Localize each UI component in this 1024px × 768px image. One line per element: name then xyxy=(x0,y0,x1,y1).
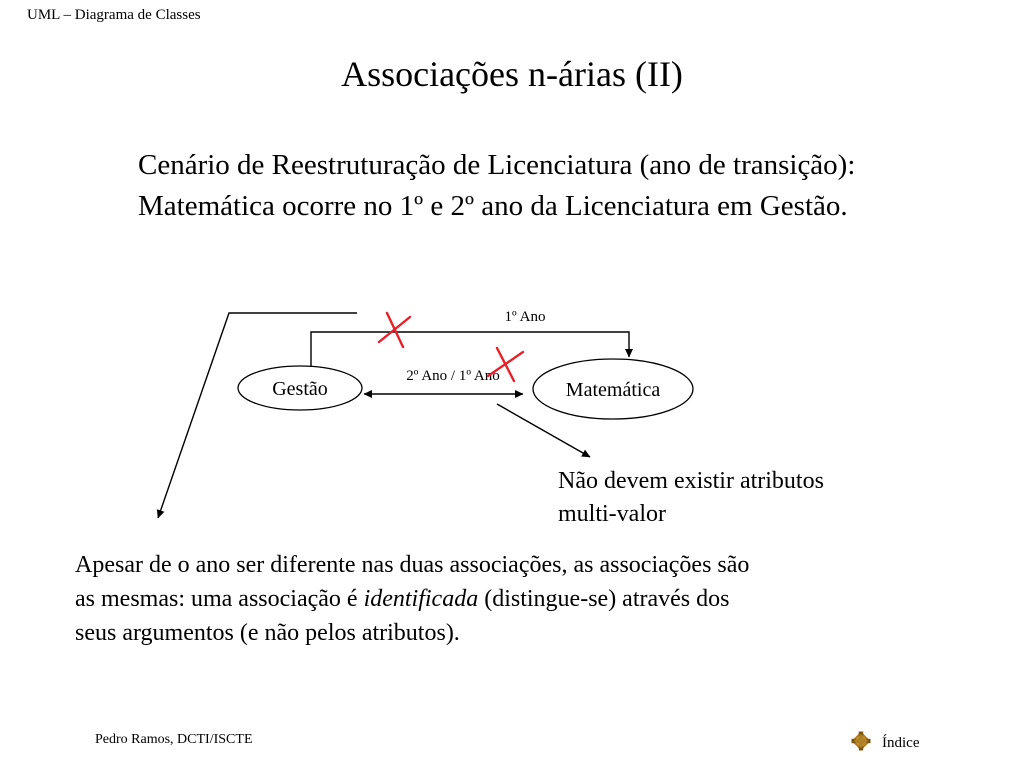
note-pointer-line xyxy=(496,403,591,458)
index-link[interactable]: Índice xyxy=(851,730,919,752)
footer-author: Pedro Ramos, DCTI/ISCTE xyxy=(95,732,253,747)
slide-title: Associações n-árias (II) xyxy=(341,54,683,94)
class-gestao-label: Gestão xyxy=(272,378,328,400)
body-text-start: Apesar de o ano ser diferente nas duas a… xyxy=(75,552,750,612)
strike-mark-middle xyxy=(486,346,525,383)
class-gestao-shape xyxy=(237,365,363,411)
body-text-end: (distingue-se) através dos seus argument… xyxy=(75,586,730,646)
index-label[interactable]: Índice xyxy=(882,734,920,751)
class-matematica-label: Matemática xyxy=(566,379,661,401)
diamond-nav-icon[interactable] xyxy=(851,731,871,751)
diagram-note: Não devem existir atributos multi-valor xyxy=(558,468,824,527)
association-top-line xyxy=(310,331,633,372)
body-paragraph: Apesar de o ano ser diferente nas duas a… xyxy=(75,548,775,650)
intro-paragraph: Cenário de Reestruturação de Licenciatur… xyxy=(138,149,856,222)
class-matematica-shape xyxy=(532,358,694,420)
association-top-label: 1º Ano xyxy=(505,309,546,325)
pointer-line xyxy=(156,312,357,519)
association-middle-label: 2º Ano / 1º Ano xyxy=(406,368,499,384)
strike-mark-top xyxy=(377,311,412,349)
header-title: UML – Diagrama de Classes xyxy=(27,7,201,23)
body-text-emphasis: identificada xyxy=(363,586,479,612)
